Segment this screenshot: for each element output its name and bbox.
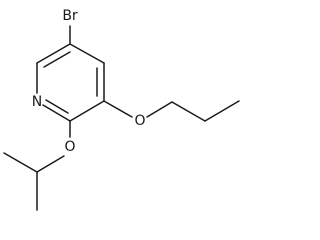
atom-labels: Br N O O xyxy=(32,8,146,155)
nitrogen-label: N xyxy=(32,94,42,110)
bond-propyl-ch2-ch2 xyxy=(171,101,206,122)
substituent-bonds xyxy=(3,25,240,211)
bond-c3-c2 xyxy=(69,100,105,122)
bond-c6-c5-double xyxy=(43,51,71,68)
bond-c6-c5 xyxy=(36,43,71,64)
bond-c5-c4 xyxy=(69,43,105,64)
bond-propyl-ch2-ch3 xyxy=(204,100,240,122)
bond-c2-n1 xyxy=(42,104,71,122)
bond-isopropyl-ch-ch3-left xyxy=(3,152,38,173)
bond-c3-o xyxy=(103,100,133,118)
bond-propyl-o-ch2 xyxy=(146,101,173,118)
isopropoxy-oxygen-label: O xyxy=(64,139,75,155)
bond-isopropyl-o-ch xyxy=(36,155,65,173)
bromine-label: Br xyxy=(62,8,78,24)
chemical-structure: Br N O O xyxy=(3,8,240,211)
propoxy-oxygen-label: O xyxy=(134,113,145,129)
bond-c2-n1-double xyxy=(45,99,69,114)
pyridine-ring xyxy=(36,43,105,122)
